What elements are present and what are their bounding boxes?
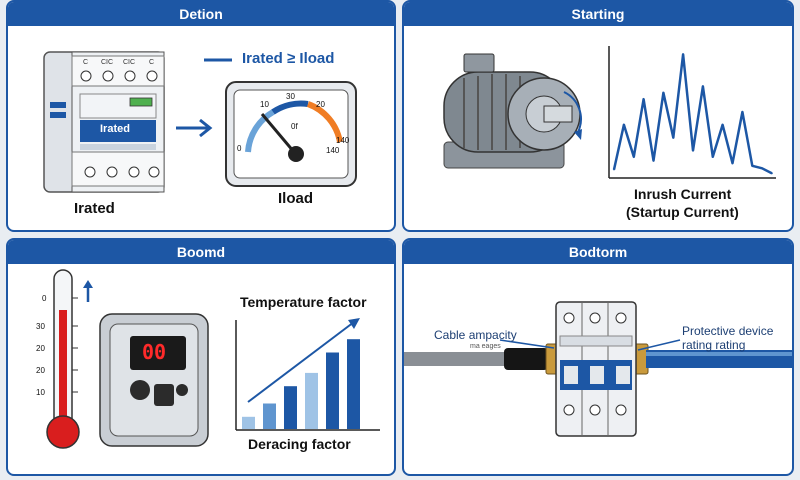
socket-display-icon (99, 313, 209, 447)
derating-bar (347, 339, 360, 429)
thermometer-tick: 30 (36, 322, 45, 331)
inrush-data-point (731, 162, 734, 164)
derating-bar (284, 386, 297, 429)
inrush-data-point (672, 136, 675, 139)
electric-motor-icon (443, 53, 582, 169)
inrush-current-chart (608, 46, 776, 179)
thermometer-icon (46, 269, 80, 449)
chart-title: Temperature factor (240, 294, 367, 310)
breaker-terminal-label: C (83, 59, 89, 66)
inrush-data-point (712, 156, 714, 158)
inrush-current-line (612, 53, 773, 175)
derating-bar (305, 372, 318, 429)
inrush-caption-line2: (Startup Current) (626, 204, 739, 220)
arrow-up-icon (83, 280, 93, 302)
panel-title-derating: Detion (8, 2, 394, 26)
gauge-tick: 20 (316, 100, 325, 109)
panel-title-coordination: Bodtorm (404, 240, 792, 264)
protective-device-label-line1: Protective device (682, 324, 774, 338)
temperature-illustration (46, 269, 380, 449)
breaker-terminal-label: CIC (123, 59, 136, 66)
gauge-tick: 30 (286, 92, 295, 101)
ammeter-gauge-icon (225, 81, 357, 187)
coordination-illustration (404, 301, 792, 437)
inrush-data-point (652, 159, 655, 162)
gauge-tick: 140 (326, 146, 340, 155)
panel-derating: Detion (6, 0, 396, 232)
panel-coordination: Bodtorm Cable ampaci (402, 238, 794, 476)
gauge-tick: 140 (336, 136, 350, 145)
gauge-tick: 0 (237, 144, 242, 153)
derating-illustration (43, 51, 357, 193)
inrush-data-point (613, 168, 615, 171)
gauge-tick: 0f (291, 122, 298, 131)
inrush-data-point (741, 111, 744, 113)
display-value: 00 (142, 340, 167, 364)
starting-illustration (443, 46, 776, 179)
panel-title-temperature: Boomd (8, 240, 394, 264)
cable-ampacity-sublabel: ma eages (470, 343, 501, 350)
protective-device-label-line2: rating rating (682, 338, 746, 352)
panel-starting: Starting Inrush Current (Startup Current… (402, 0, 794, 232)
inrush-data-point (761, 167, 763, 170)
chart-caption: Deracing factor (248, 436, 351, 452)
inrush-data-point (771, 172, 773, 175)
cable-label-leader (499, 339, 555, 349)
gauge-tick: 10 (260, 100, 269, 109)
panel-temperature: Boomd (6, 238, 396, 476)
thermometer-tick: 20 (36, 366, 45, 375)
derating-bar (263, 403, 276, 429)
thermometer-tick: 20 (36, 344, 45, 353)
thermometer-tick: 10 (36, 388, 45, 397)
breaker-terminal-label: C (149, 59, 155, 66)
circuit-breaker-3-pole-icon (555, 301, 637, 437)
inrush-data-point (662, 92, 665, 94)
circuit-breaker-icon (43, 51, 165, 193)
derating-bar (326, 352, 339, 429)
inrush-data-point (633, 156, 635, 158)
arrow-right-icon (176, 118, 213, 138)
inrush-data-point (751, 165, 754, 167)
trend-arrow-icon (247, 318, 360, 403)
inrush-data-point (692, 149, 694, 152)
gauge-caption: Iload (278, 190, 314, 207)
derating-bar (242, 416, 255, 429)
formula-text: Irated ≥ Iload (242, 50, 335, 67)
panel-title-starting: Starting (404, 2, 792, 26)
device-label-leader (637, 339, 681, 351)
breaker-caption: Irated (74, 200, 115, 217)
inrush-data-point (642, 98, 645, 100)
cable-ampacity-label: Cable ampacity (434, 328, 517, 342)
thermometer-tick: 0 (42, 294, 47, 303)
inrush-caption-line1: Inrush Current (634, 186, 732, 202)
inrush-data-point (623, 124, 625, 126)
derating-bar-chart (235, 318, 380, 431)
breaker-label: Irated (100, 123, 130, 135)
inrush-data-point (721, 124, 724, 126)
inrush-data-point (682, 53, 684, 56)
breaker-terminal-label: CIC (101, 59, 114, 66)
inrush-data-point (702, 85, 704, 88)
